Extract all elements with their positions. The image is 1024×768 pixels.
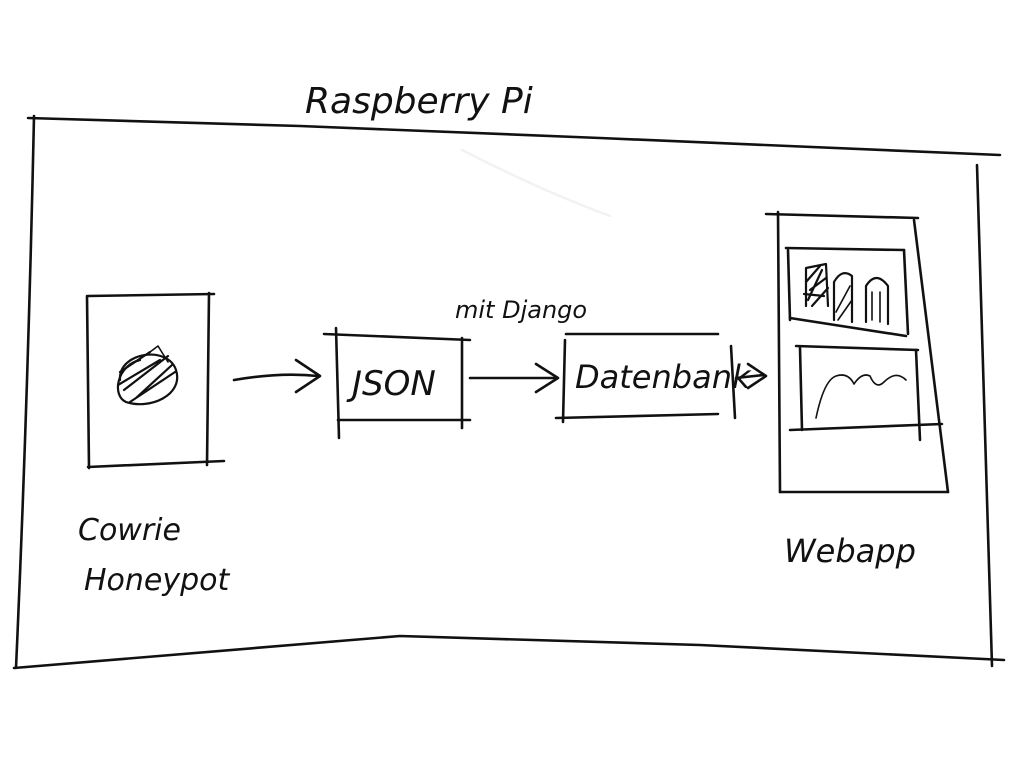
webapp-label: Webapp bbox=[784, 532, 916, 570]
arrow-honeypot-to-json bbox=[232, 358, 322, 394]
arrow-json-to-database bbox=[468, 362, 560, 394]
diagram-title: Raspberry Pi bbox=[305, 81, 533, 122]
line-chart-icon bbox=[788, 344, 944, 442]
raspberry-pi-container bbox=[12, 114, 1006, 670]
cowrie-scribble-icon bbox=[116, 345, 179, 406]
database-node bbox=[554, 332, 737, 424]
json-label: JSON bbox=[346, 364, 436, 404]
arrow-database-to-webapp bbox=[734, 362, 768, 390]
bar-chart-icon bbox=[784, 246, 910, 338]
database-label: Datenbank bbox=[575, 358, 752, 396]
honeypot-node bbox=[85, 291, 226, 470]
honeypot-label-line2: Honeypot bbox=[84, 563, 231, 598]
honeypot-label-line1: Cowrie bbox=[78, 513, 181, 548]
webapp-node bbox=[764, 210, 950, 494]
edge-label-django: mit Django bbox=[455, 296, 587, 324]
json-node bbox=[322, 326, 472, 440]
faint-smudge bbox=[460, 148, 612, 218]
